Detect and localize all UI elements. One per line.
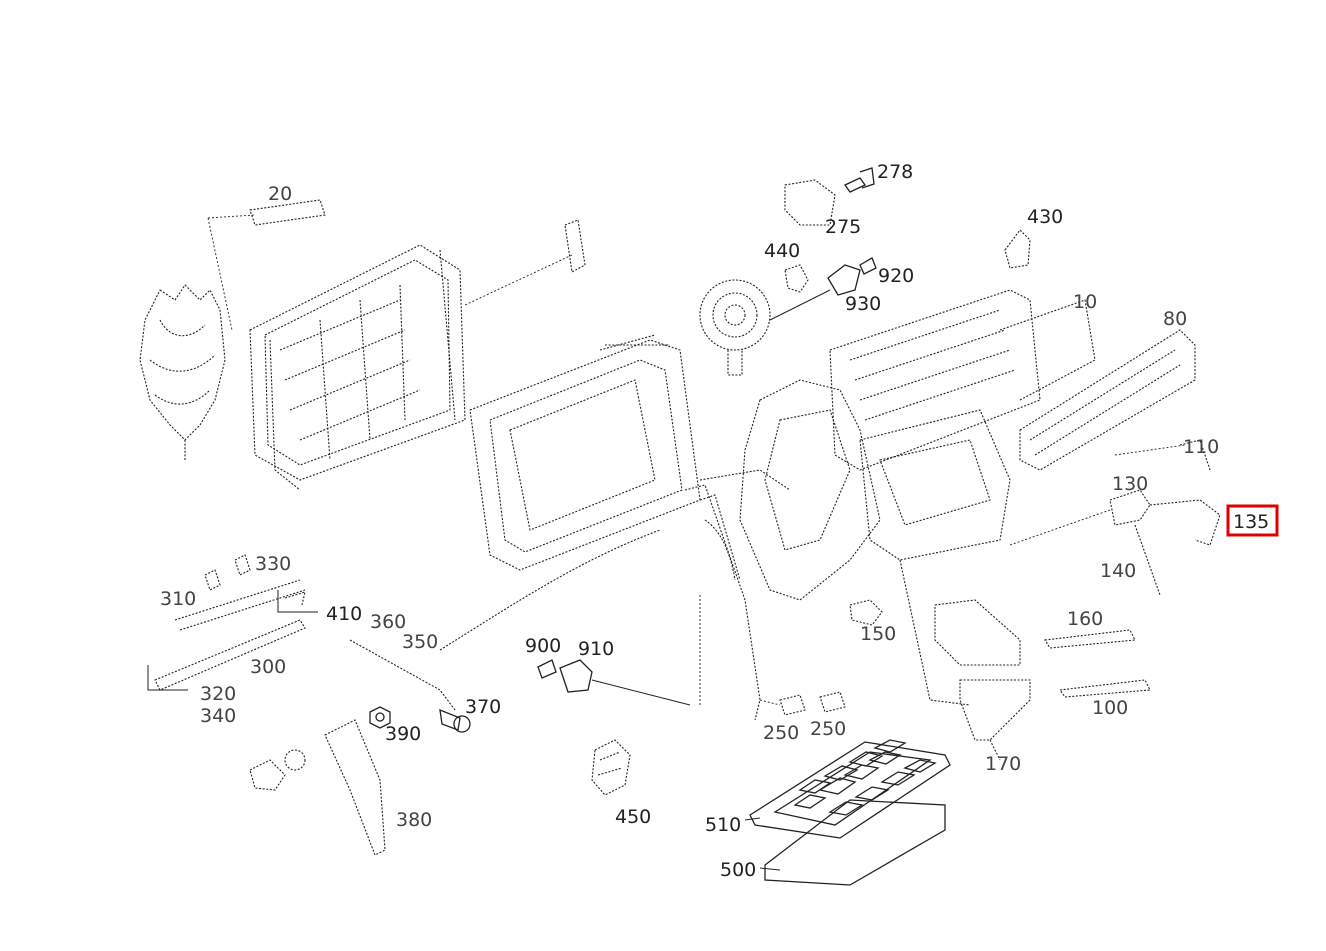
callout-360[interactable]: 360 [370,611,406,633]
callout-170[interactable]: 170 [985,753,1021,775]
callout-140[interactable]: 140 [1100,560,1136,582]
callout-135[interactable]: 135 [1233,511,1269,533]
callout-450[interactable]: 450 [615,806,651,828]
callout-275[interactable]: 275 [825,216,861,238]
callout-160[interactable]: 160 [1067,608,1103,630]
wire-harness-part [139,284,226,460]
callout-440[interactable]: 440 [764,240,800,262]
callout-370[interactable]: 370 [465,696,501,718]
filter-510 [744,739,951,839]
connectors-250 [759,691,846,716]
clip-275 [784,179,836,226]
callout-320[interactable]: 320 [200,683,236,705]
callout-110[interactable]: 110 [1183,436,1219,458]
part-330-340 [204,554,251,591]
callout-310[interactable]: 310 [160,588,196,610]
callout-430[interactable]: 430 [1027,206,1063,228]
callout-500[interactable]: 500 [720,859,756,881]
callout-278[interactable]: 278 [877,161,913,183]
part-450 [591,739,631,796]
callout-350[interactable]: 350 [402,631,438,653]
callout-300[interactable]: 300 [250,656,286,678]
bulb-920-930 [827,257,877,296]
grommet-430 [1004,229,1031,269]
lever-380 [324,719,386,856]
screw-278 [844,167,875,193]
callout-130[interactable]: 130 [1112,473,1148,495]
callout-100[interactable]: 100 [1092,697,1128,719]
rod-300 [154,579,306,691]
rod-part [464,219,586,306]
part-20-strip [207,199,326,331]
callout-930[interactable]: 930 [845,293,881,315]
callout-250-left[interactable]: 250 [763,722,799,744]
bracket-410 [147,590,318,691]
center-frame [469,334,701,571]
part-150 [849,599,883,626]
pad-500 [759,799,946,886]
callout-135-highlight-box [1226,504,1279,537]
right-cable-assembly [1009,439,1221,596]
bracket-170 [934,599,1031,761]
left-housing-assembly [249,244,466,491]
callout-920[interactable]: 920 [878,265,914,287]
right-main-body [699,289,1196,706]
part-440 [784,264,809,293]
callout-10[interactable]: 10 [1073,291,1097,313]
callout-510[interactable]: 510 [705,814,741,836]
callout-910[interactable]: 910 [578,638,614,660]
callout-380[interactable]: 380 [396,809,432,831]
callout-20-top[interactable]: 20 [268,183,292,205]
part-320 [249,749,306,791]
callout-410[interactable]: 410 [326,603,362,625]
cable-360 [349,529,661,711]
vertical-harness [684,484,761,721]
callout-80[interactable]: 80 [1163,308,1187,330]
strips-160 [1044,629,1151,698]
callout-250-right[interactable]: 250 [810,718,846,740]
callout-330[interactable]: 330 [255,553,291,575]
nut-390 [369,706,391,729]
callout-340[interactable]: 340 [200,705,236,727]
callout-150[interactable]: 150 [860,623,896,645]
bulb-900-910 [537,659,691,706]
screw-370 [439,708,471,733]
callout-900[interactable]: 900 [525,635,561,657]
callout-390[interactable]: 390 [385,723,421,745]
motor-gear [699,279,831,376]
